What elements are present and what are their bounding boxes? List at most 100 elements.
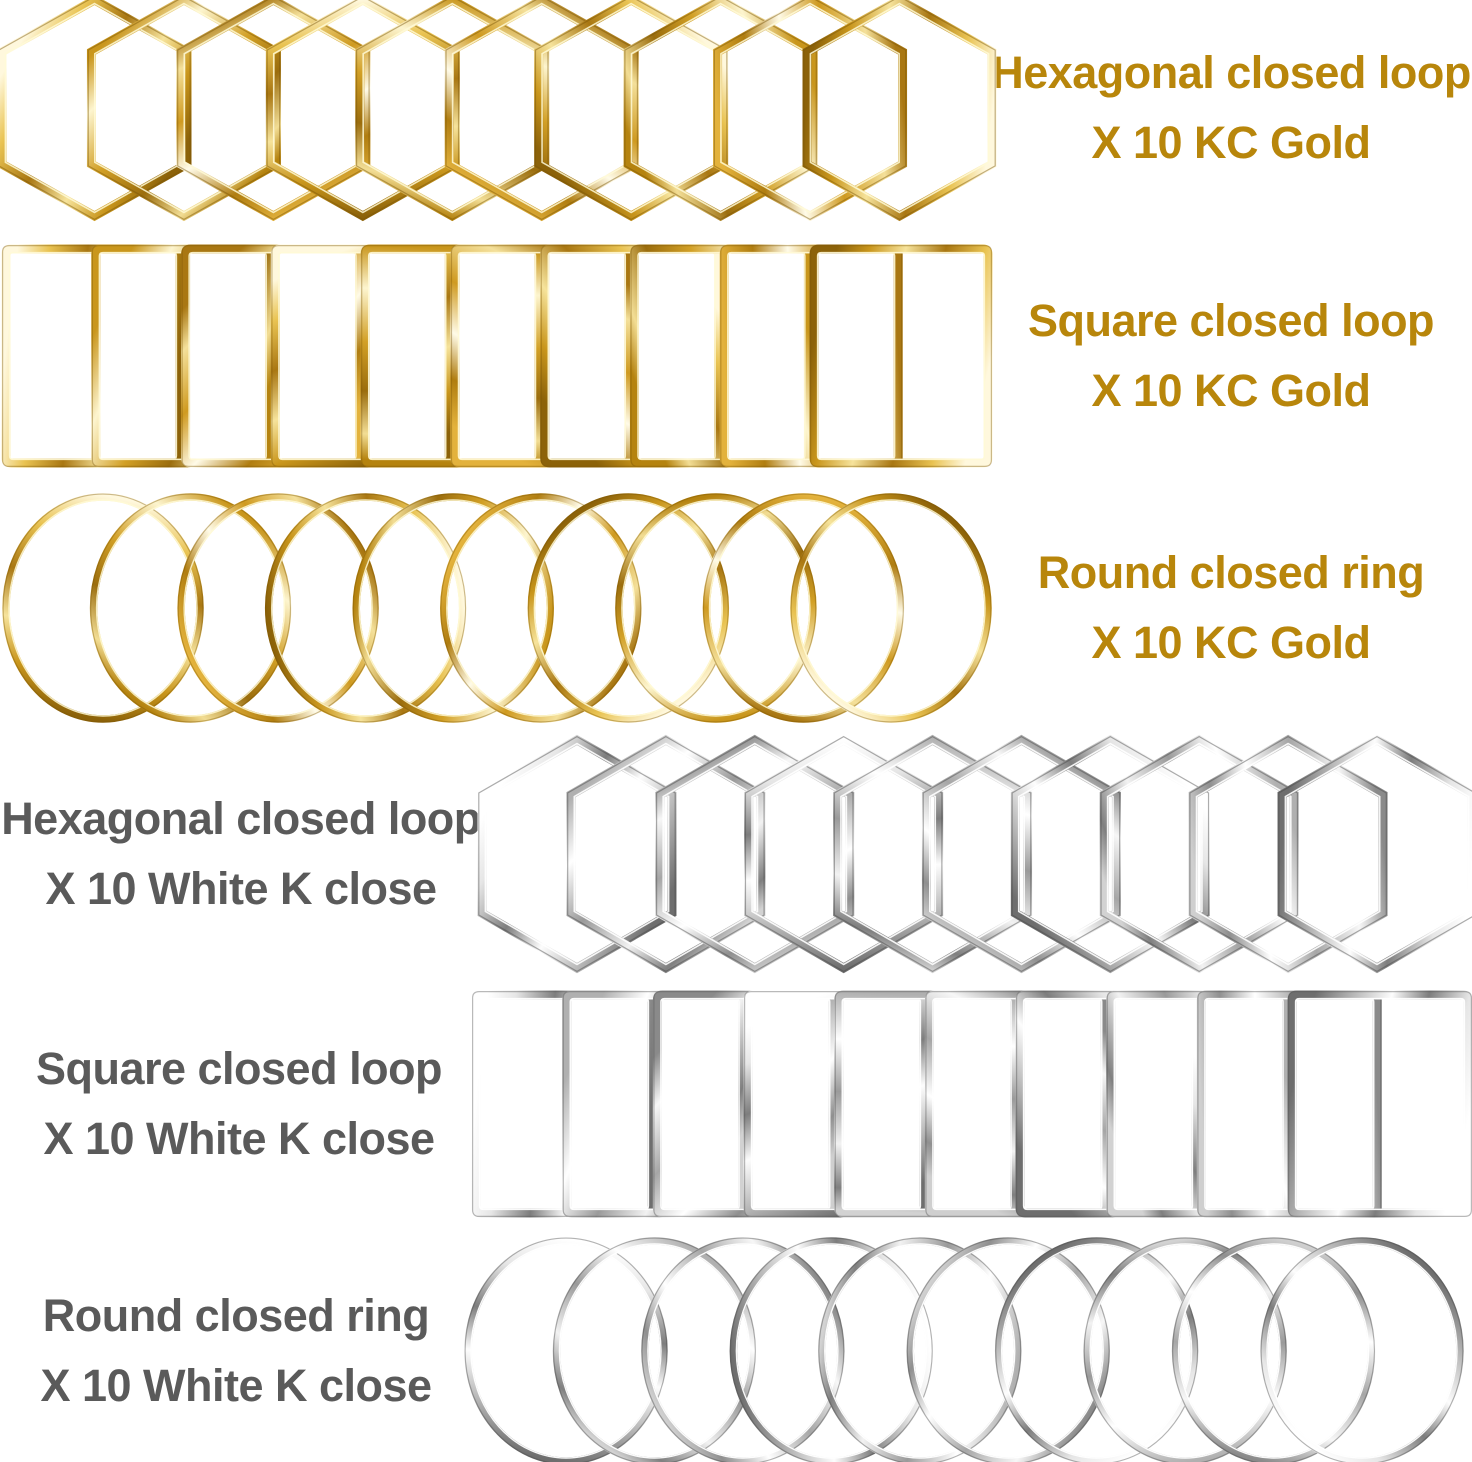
finding-ring-shadow — [464, 1237, 668, 1462]
finding-ring — [89, 493, 292, 723]
caption-line-2: X 10 KC Gold — [1091, 117, 1371, 168]
finding-ring-highlight — [1089, 1243, 1281, 1459]
product-row-gold-round: Round closed ring X 10 KC Gold — [0, 492, 1472, 724]
finding-ring — [702, 493, 905, 723]
finding-ring-highlight — [470, 1243, 662, 1459]
product-row-silver-hexagon: Hexagonal closed loop X 10 White K close — [0, 734, 1472, 974]
finding-ring-highlight — [270, 499, 461, 717]
finding-ring-highlight — [621, 499, 811, 717]
finding-hexagon-shadow — [1278, 735, 1472, 973]
caption-line-1: Round closed ring — [42, 1290, 430, 1342]
finding-ring-shadow — [906, 1237, 1110, 1462]
finding-ring — [1260, 1237, 1464, 1462]
finding-ring-highlight — [1177, 1243, 1370, 1459]
finding-hexagon — [1277, 734, 1472, 974]
product-image-silver-hexagon-group — [477, 734, 1472, 974]
finding-square-shadow — [810, 245, 992, 467]
finding-ring — [1083, 1237, 1287, 1462]
finding-ring-shadow — [1260, 1237, 1464, 1462]
finding-ring — [177, 493, 379, 723]
finding-hexagon-shadow — [803, 0, 996, 221]
caption-line-1: Square closed loop — [35, 1043, 443, 1095]
finding-hexagon-highlight — [484, 742, 670, 966]
finding-hexagon — [744, 734, 944, 974]
finding-hexagon-highlight — [1284, 742, 1470, 966]
finding-hexagon-shadow — [655, 735, 854, 973]
finding-ring-highlight — [708, 499, 899, 717]
finding-ring — [818, 1237, 1022, 1462]
finding-ring — [729, 1237, 934, 1462]
finding-hexagon — [921, 734, 1121, 974]
finding-ring — [790, 493, 992, 723]
caption-line-1: Hexagonal closed loop — [991, 47, 1471, 99]
silver-hexagon-items — [477, 734, 1472, 974]
finding-ring-highlight — [183, 499, 373, 717]
finding-ring-highlight — [1000, 1243, 1193, 1459]
finding-ring-shadow — [702, 493, 904, 723]
finding-ring — [527, 493, 730, 723]
finding-hexagon-shadow — [713, 0, 907, 221]
finding-ring — [641, 1237, 845, 1462]
finding-ring-shadow — [1083, 1237, 1287, 1462]
silver-square-svg — [471, 990, 1472, 1218]
finding-hexagon-shadow — [922, 735, 1121, 973]
finding-ring — [906, 1237, 1110, 1462]
finding-hexagon-shadow — [833, 735, 1032, 973]
silver-round-svg — [464, 1237, 1464, 1462]
product-image-gold-square-group — [1, 240, 993, 472]
finding-ring — [1171, 1237, 1376, 1462]
product-row-gold-hexagon: Hexagonal closed loop X 10 KC Gold — [0, 0, 1472, 222]
finding-ring-shadow — [440, 493, 642, 723]
finding-ring-highlight — [358, 499, 548, 717]
silver-hexagon-svg — [477, 734, 1472, 974]
caption-line-2: X 10 White K close — [45, 863, 437, 914]
finding-ring-highlight — [533, 499, 724, 717]
finding-hexagon — [833, 734, 1033, 974]
finding-ring-shadow — [995, 1237, 1199, 1462]
finding-hexagon — [1188, 734, 1388, 974]
finding-ring — [552, 1237, 757, 1462]
finding-ring — [615, 493, 817, 723]
finding-hexagon-shadow — [1189, 735, 1387, 973]
finding-ring-shadow — [790, 493, 992, 723]
finding-ring — [2, 493, 204, 723]
caption-line-2: X 10 KC Gold — [1091, 617, 1371, 668]
product-image-gold-hexagon-group — [0, 0, 997, 222]
finding-hexagon-highlight — [720, 2, 900, 214]
finding-square-highlight — [816, 251, 986, 461]
gold-hexagon-items — [0, 0, 997, 222]
product-image-gold-round-group — [2, 492, 992, 724]
finding-hexagon-highlight — [1195, 742, 1381, 966]
gold-square-items — [1, 244, 993, 468]
caption-gold-hexagon: Hexagonal closed loop X 10 KC Gold — [991, 47, 1471, 168]
product-row-silver-round: Round closed ring X 10 White K close — [0, 1236, 1472, 1462]
finding-hexagon-highlight — [1017, 742, 1203, 966]
product-row-silver-square: Square closed loop X 10 White K close — [0, 986, 1472, 1222]
finding-ring-shadow — [90, 493, 292, 723]
caption-line-1: Round closed ring — [1037, 547, 1425, 599]
finding-hexagon-highlight — [1106, 742, 1292, 966]
finding-ring-shadow — [553, 1237, 756, 1462]
finding-ring-shadow — [177, 493, 379, 723]
finding-ring-highlight — [558, 1243, 751, 1459]
finding-ring-shadow — [2, 493, 204, 723]
caption-line-2: X 10 White K close — [40, 1360, 432, 1411]
product-image-silver-square-group — [471, 986, 1472, 1222]
finding-ring-highlight — [824, 1243, 1016, 1459]
finding-hexagon-shadow — [744, 735, 943, 973]
finding-ring-highlight — [446, 499, 636, 717]
finding-ring — [264, 493, 467, 723]
finding-hexagon — [802, 0, 997, 222]
finding-hexagon-highlight — [751, 742, 937, 966]
finding-hexagon-highlight — [573, 742, 759, 966]
finding-hexagon — [1099, 734, 1299, 974]
finding-ring-shadow — [352, 493, 554, 723]
finding-hexagon-highlight — [929, 742, 1114, 966]
finding-hexagon-shadow — [478, 735, 676, 973]
finding-ring-shadow — [1172, 1237, 1375, 1462]
caption-line-1: Square closed loop — [1027, 295, 1435, 347]
finding-ring-shadow — [818, 1237, 1022, 1462]
caption-silver-square: Square closed loop X 10 White K close — [0, 1045, 478, 1162]
finding-ring-highlight — [8, 499, 198, 717]
